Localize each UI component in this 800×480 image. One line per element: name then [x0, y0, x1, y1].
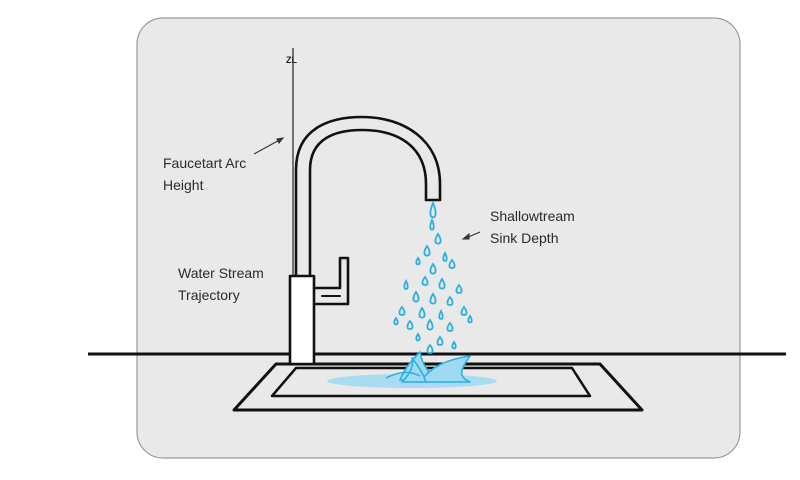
leader-arrows [253, 137, 481, 240]
water-droplet [429, 217, 435, 231]
water-splash [385, 351, 471, 383]
sink-basin-inner [270, 366, 592, 398]
water-droplet [398, 305, 406, 316]
water-droplet [418, 306, 426, 319]
water-droplet [442, 251, 448, 262]
water-droplet [438, 309, 444, 320]
water-droplet [429, 262, 437, 275]
water-stream-label-line1: Water Stream [178, 265, 264, 281]
water-droplet [429, 200, 437, 219]
water-droplet [423, 244, 431, 257]
water-droplet [455, 283, 463, 294]
sink-depth-label-line2: Sink Depth [490, 230, 559, 246]
water-stream-trajectory-label: Water Stream Trajectory [178, 262, 264, 306]
water-droplets [393, 200, 473, 354]
water-droplet [434, 232, 442, 245]
water-droplet [448, 258, 456, 269]
water-droplet [426, 318, 434, 331]
water-droplet [436, 335, 444, 346]
water-droplet [415, 332, 421, 342]
water-droplet [446, 295, 454, 306]
faucet-arc-label-line2: Height [163, 177, 204, 193]
sink-depth-label: Shallowtream Sink Depth [490, 205, 575, 249]
faucet-handle [312, 256, 350, 306]
background-panel [136, 17, 741, 459]
sink-depth-label-line1: Shallowtream [490, 208, 575, 224]
water-droplet [460, 305, 468, 316]
water-droplet [421, 275, 429, 286]
water-droplet [451, 340, 457, 350]
water-droplet [446, 321, 454, 332]
water-droplet [403, 279, 409, 290]
faucet-arc-height-label: Faucetart Arc Height [163, 152, 246, 196]
faucet [288, 115, 442, 366]
water-droplet [429, 292, 437, 305]
water-droplet [393, 316, 399, 326]
water-droplet [415, 256, 421, 266]
water-droplet [412, 290, 420, 303]
faucet-base [288, 274, 316, 366]
height-axis-tag: ZL [286, 55, 297, 65]
faucet-arc-label-line1: Faucetart Arc [163, 155, 247, 171]
water-droplet [467, 314, 473, 324]
water-droplet [426, 343, 434, 354]
water-droplet [406, 319, 414, 330]
faucet-column [294, 115, 442, 278]
water-droplet [438, 277, 446, 290]
water-stream-label-line2: Trajectory [178, 287, 240, 303]
sink-basin-outer [232, 362, 644, 412]
